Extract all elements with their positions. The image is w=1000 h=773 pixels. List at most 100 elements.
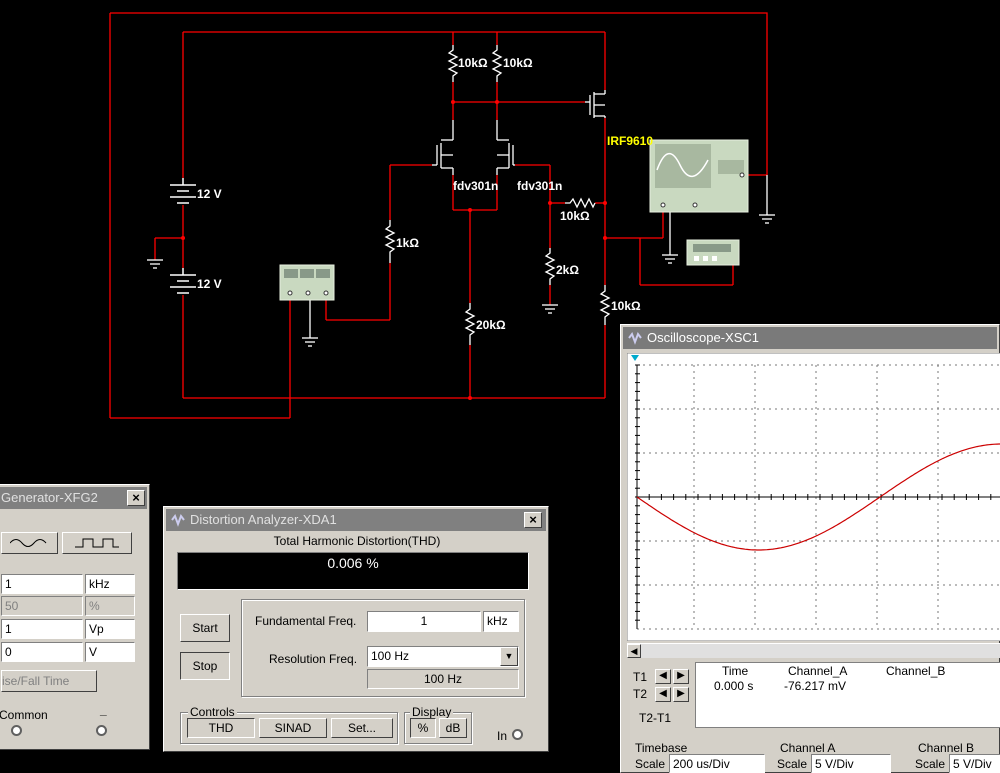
t2-left-arrow-icon[interactable]: ◀ (655, 687, 671, 702)
t1-channel-a-value: -76.217 mV (784, 679, 847, 693)
mosfet-left-label: fdv301n (453, 179, 499, 193)
timebase-scale-label: Scale (635, 757, 666, 771)
oscilloscope-instrument[interactable] (649, 139, 749, 213)
duty-cycle-unit: % (85, 596, 135, 616)
resistor-tail[interactable] (464, 303, 476, 345)
sinad-mode-button[interactable]: SINAD (259, 718, 327, 738)
distortion-analyzer-instrument[interactable] (686, 239, 740, 266)
frequency-field[interactable]: 1 (1, 574, 83, 594)
instrument-icon (171, 513, 185, 527)
resistor-feedback[interactable] (565, 197, 596, 209)
generator-titlebar[interactable]: Generator-XFG2 (0, 487, 147, 509)
resolution-readout: 100 Hz (367, 669, 519, 689)
thd-mode-button[interactable]: THD (187, 718, 255, 738)
square-wave-icon (75, 538, 119, 548)
fundamental-freq-label: Fundamental Freq. (255, 614, 357, 628)
mosfet-output-label: IRF9610 (607, 134, 654, 148)
col-time-header: Time (722, 664, 749, 678)
chevron-down-icon[interactable]: ▼ (500, 647, 518, 666)
duty-cycle-field[interactable]: 50 (1, 596, 83, 616)
display-title: Display (410, 705, 454, 719)
resistor-ground[interactable] (544, 248, 556, 285)
battery-top[interactable] (170, 178, 196, 204)
db-display-button[interactable]: dB (439, 718, 467, 738)
t2t1-label: T2-T1 (639, 711, 672, 725)
distortion-title: Distortion Analyzer-XDA1 (190, 512, 337, 527)
resolution-freq-value: 100 Hz (371, 649, 410, 663)
square-wave-button[interactable] (62, 532, 132, 554)
mosfet-output[interactable] (585, 90, 606, 118)
generator-close-button[interactable]: × (127, 490, 145, 506)
fundamental-freq-field[interactable]: 1 (367, 611, 481, 632)
t1-time-value: 0.000 s (714, 679, 754, 693)
offset-unit[interactable]: V (85, 642, 135, 662)
mosfet-right[interactable] (496, 120, 515, 175)
stop-button[interactable]: Stop (180, 652, 230, 680)
instrument-icon (628, 331, 642, 345)
resistor-top-right[interactable] (491, 45, 503, 82)
generator-title: Generator-XFG2 (1, 490, 98, 505)
start-button[interactable]: Start (180, 614, 230, 642)
settings-button[interactable]: Set... (331, 718, 393, 738)
resistor-input[interactable] (384, 220, 396, 263)
col-channel-b-header: Channel_B (886, 664, 946, 678)
minus-terminal-icon[interactable] (96, 725, 107, 736)
trigger-marker-icon[interactable] (631, 355, 639, 361)
mosfet-right-label: fdv301n (517, 179, 563, 193)
function-generator-instrument[interactable] (279, 264, 335, 301)
distortion-titlebar[interactable]: Distortion Analyzer-XDA1 (166, 509, 546, 531)
channel-a-scale-field[interactable]: 5 V/Div (811, 754, 891, 773)
resolution-freq-select[interactable]: 100 Hz ▼ (367, 646, 519, 667)
battery-bottom-label: 12 V (197, 277, 222, 291)
t1-left-arrow-icon[interactable]: ◀ (655, 669, 671, 684)
timebase-scale-field[interactable]: 200 us/Div (669, 754, 765, 773)
ground-symbols (147, 175, 775, 347)
fundamental-freq-unit[interactable]: kHz (483, 611, 519, 632)
common-terminal-icon[interactable] (11, 725, 22, 736)
percent-display-button[interactable]: % (410, 718, 436, 738)
resistor-tail-label: 20kΩ (476, 318, 506, 332)
resistor-feedback-label: 10kΩ (560, 209, 590, 223)
resolution-freq-label: Resolution Freq. (269, 652, 358, 666)
amplitude-field[interactable]: 1 (1, 619, 83, 639)
sine-wave-button[interactable] (1, 532, 58, 554)
resistor-top-left-label: 10kΩ (458, 56, 488, 70)
col-channel-a-header: Channel_A (788, 664, 848, 678)
channel-a-title: Channel A (778, 741, 838, 755)
function-generator-window: Generator-XFG2 × 1 kHz 50 % 1 Vp 0 V ise… (0, 484, 150, 750)
junctions (181, 100, 607, 400)
channel-b-scale-label: Scale (915, 757, 946, 771)
resistor-top-right-label: 10kΩ (503, 56, 533, 70)
thd-title: Total Harmonic Distortion(THD) (273, 534, 441, 548)
input-terminal-icon[interactable] (512, 729, 523, 740)
amplitude-unit[interactable]: Vp (85, 619, 135, 639)
battery-bottom[interactable] (170, 268, 196, 294)
mosfet-left[interactable] (432, 120, 454, 175)
common-label: Common (0, 708, 48, 722)
wires (109, 12, 768, 419)
offset-field[interactable]: 0 (1, 642, 83, 662)
controls-title: Controls (188, 705, 237, 719)
rise-fall-time-button[interactable]: ise/Fall Time (1, 670, 97, 692)
frequency-unit[interactable]: kHz (85, 574, 135, 594)
controls-group (180, 712, 398, 744)
input-label: In (497, 729, 508, 743)
resistor-output[interactable] (599, 285, 611, 325)
oscilloscope-window: Oscilloscope-XSC1 ◀ T1 T2 ◀ ▶ ◀ ▶ T2-T1 (620, 324, 1000, 773)
distortion-analyzer-window: Distortion Analyzer-XDA1 × Total Harmoni… (163, 506, 549, 752)
distortion-close-button[interactable]: × (524, 512, 542, 528)
cursor-readout-panel: Time Channel_A Channel_B 0.000 s -76.217… (695, 662, 1000, 728)
oscilloscope-titlebar[interactable]: Oscilloscope-XSC1 (623, 327, 997, 349)
channel-b-scale-field[interactable]: 5 V/Div (949, 754, 1000, 773)
frequency-group (241, 599, 525, 697)
thd-display: 0.006 % (177, 552, 529, 590)
t1-right-arrow-icon[interactable]: ▶ (673, 669, 689, 684)
t2-right-arrow-icon[interactable]: ▶ (673, 687, 689, 702)
resistor-top-left[interactable] (447, 45, 459, 82)
scroll-left-arrow-icon[interactable]: ◀ (627, 644, 641, 658)
horizontal-scrollbar[interactable]: ◀ (627, 643, 1000, 658)
channel-b-title: Channel B (916, 741, 977, 755)
resistor-ground-label: 2kΩ (556, 263, 579, 277)
axis-ticks (635, 364, 992, 621)
